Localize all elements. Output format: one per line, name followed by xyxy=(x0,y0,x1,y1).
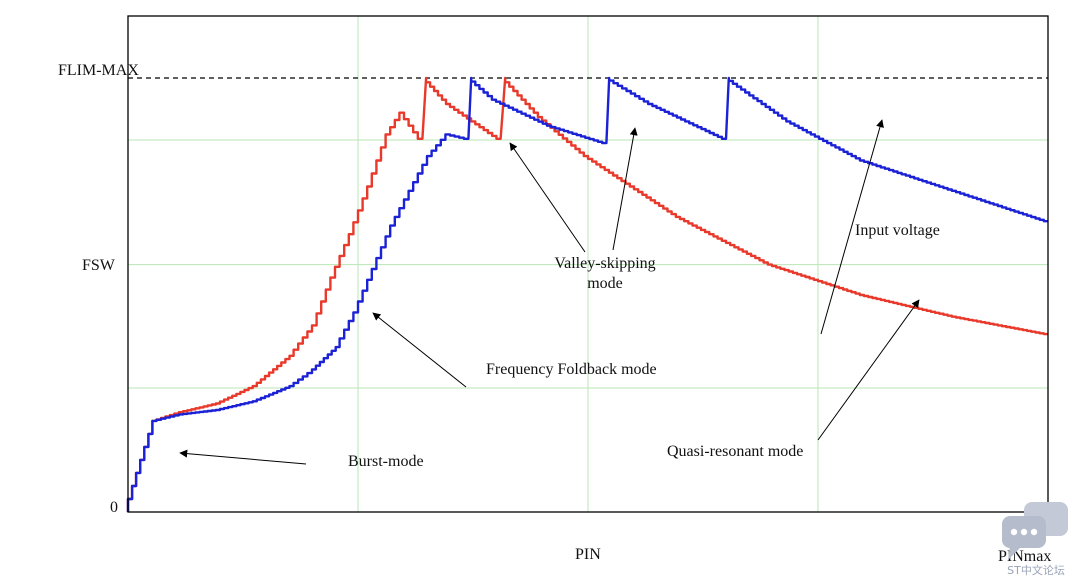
chat-bubble-icon xyxy=(1002,502,1068,560)
input-voltage-arrow xyxy=(820,119,884,335)
y-tick-flim-max-label: FLIM-MAX xyxy=(58,62,139,79)
x-axis-label-text: PIN xyxy=(575,546,601,563)
plot-frame xyxy=(127,15,1049,513)
quasi-arrow xyxy=(817,299,920,441)
y-tick-zero-label: 0 xyxy=(110,499,118,516)
valley-skipping-label: Valley-skipping mode xyxy=(540,254,670,294)
series-line-0 xyxy=(126,76,1048,512)
y-tick-zero: 0 xyxy=(110,499,118,517)
valley-skipping-line1: Valley-skipping xyxy=(554,255,656,272)
y-tick-fsw-label: FSW xyxy=(82,257,115,274)
watermark-text: ST中文论坛 xyxy=(1007,564,1065,577)
quasi-resonant-label: Quasi-resonant mode xyxy=(667,443,804,460)
series-line-1 xyxy=(126,76,1048,512)
foldback-arrow xyxy=(372,312,467,388)
valley-skipping-line2: mode xyxy=(587,275,623,292)
input-voltage-label: Input voltage xyxy=(855,222,940,239)
annotation-arrows xyxy=(179,119,920,465)
series-layer xyxy=(126,76,1048,512)
watermark: ST中文论坛 xyxy=(1000,500,1072,578)
burst-arrow xyxy=(179,449,307,465)
valley-arrow-right xyxy=(612,127,638,251)
y-tick-flim-max: FLIM-MAX xyxy=(58,62,139,80)
valley-arrow-left xyxy=(509,142,586,253)
x-axis-label: PIN xyxy=(575,546,601,564)
foldback-mode-label: Frequency Foldback mode xyxy=(486,361,657,378)
burst-mode-label: Burst-mode xyxy=(348,453,424,470)
y-tick-fsw: FSW xyxy=(82,257,115,275)
grid xyxy=(128,16,1048,512)
